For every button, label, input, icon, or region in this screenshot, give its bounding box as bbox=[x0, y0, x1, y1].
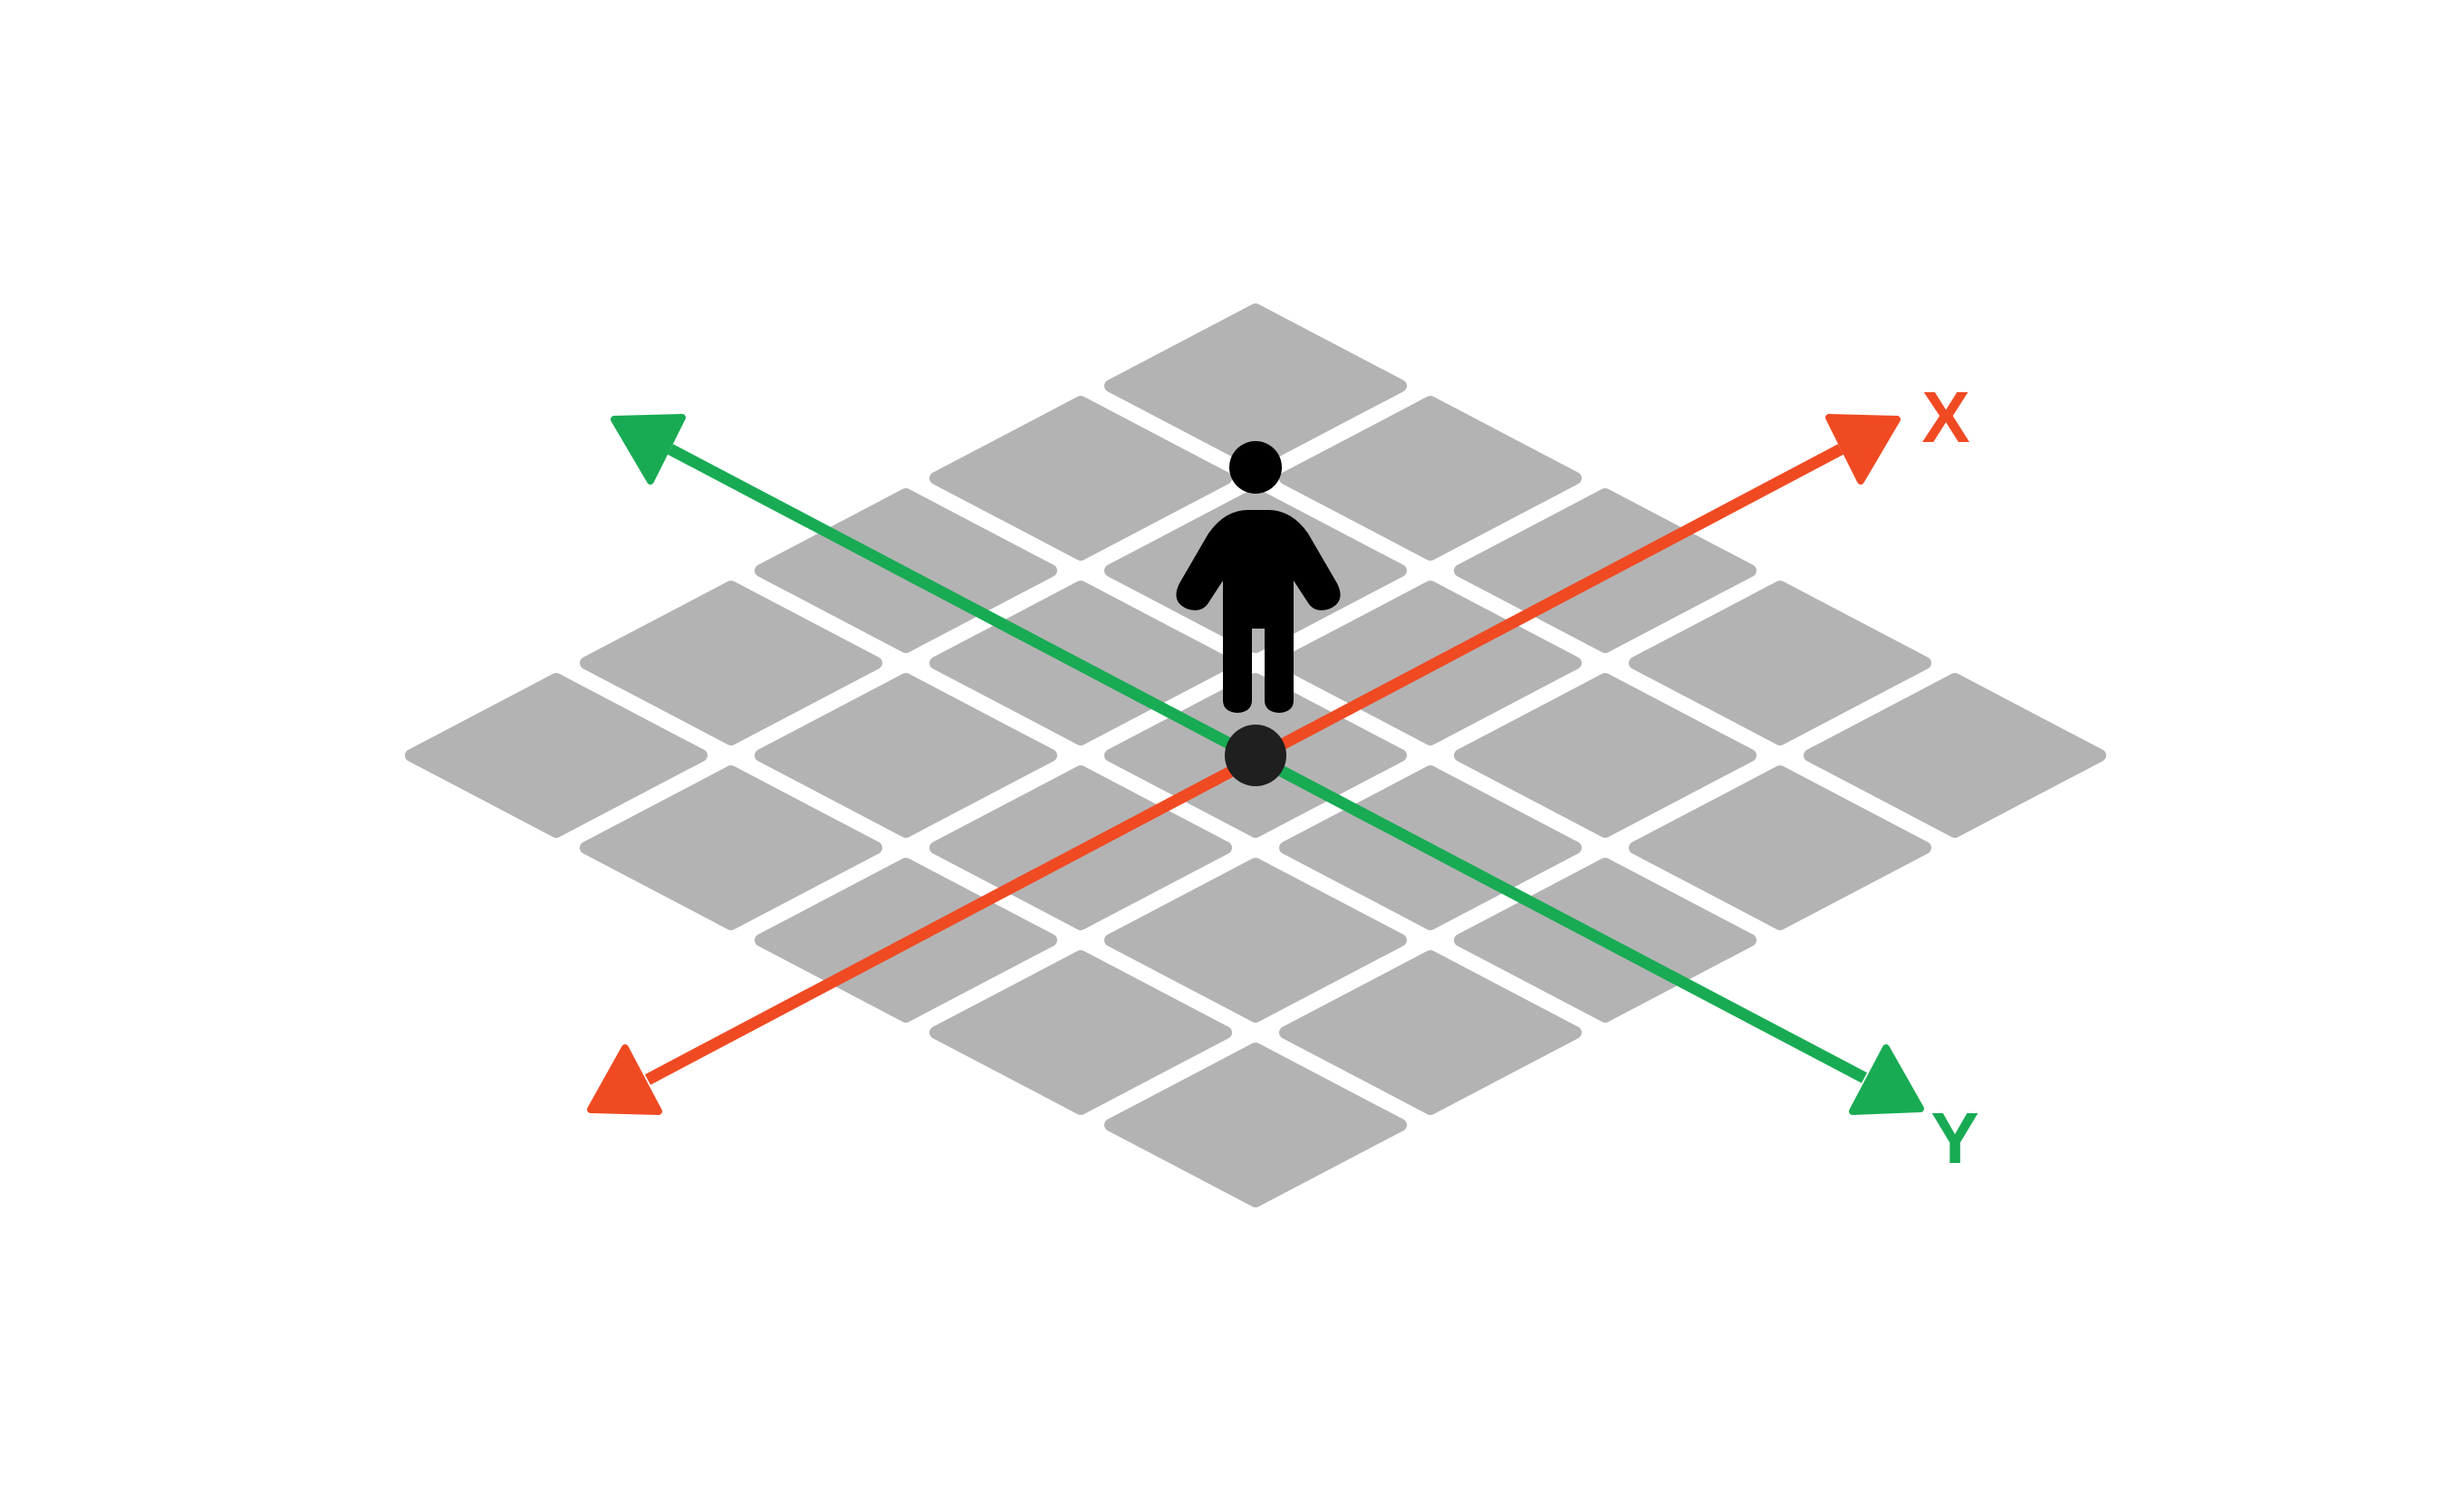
origin-dot bbox=[1225, 725, 1286, 786]
y-axis-arrowhead-end bbox=[1849, 1044, 1924, 1115]
floor-tile bbox=[580, 765, 882, 930]
y-axis-arrowhead-start bbox=[611, 414, 686, 485]
floor-tile bbox=[1629, 581, 1931, 745]
x-axis-label: X bbox=[1921, 377, 1969, 457]
floor-tile bbox=[1804, 673, 2106, 838]
floor-tile bbox=[1454, 673, 1757, 838]
floor-tile bbox=[405, 673, 707, 838]
person-head bbox=[1229, 441, 1282, 494]
floor-tile bbox=[1104, 1043, 1407, 1207]
person-icon bbox=[1176, 441, 1341, 713]
floor-tile bbox=[929, 950, 1232, 1115]
x-axis-arrowhead-end bbox=[1825, 414, 1901, 485]
floor-tile bbox=[1279, 950, 1582, 1115]
floor-tile bbox=[929, 396, 1232, 561]
floor-tile bbox=[755, 673, 1057, 838]
y-axis-label: Y bbox=[1930, 1098, 1978, 1178]
floor-tile bbox=[1279, 396, 1582, 561]
person-body bbox=[1176, 510, 1341, 713]
floor-tile bbox=[1629, 765, 1931, 930]
floor-tile bbox=[580, 581, 882, 745]
x-axis-arrowhead-start bbox=[587, 1044, 662, 1115]
floor-tile bbox=[1104, 858, 1407, 1023]
